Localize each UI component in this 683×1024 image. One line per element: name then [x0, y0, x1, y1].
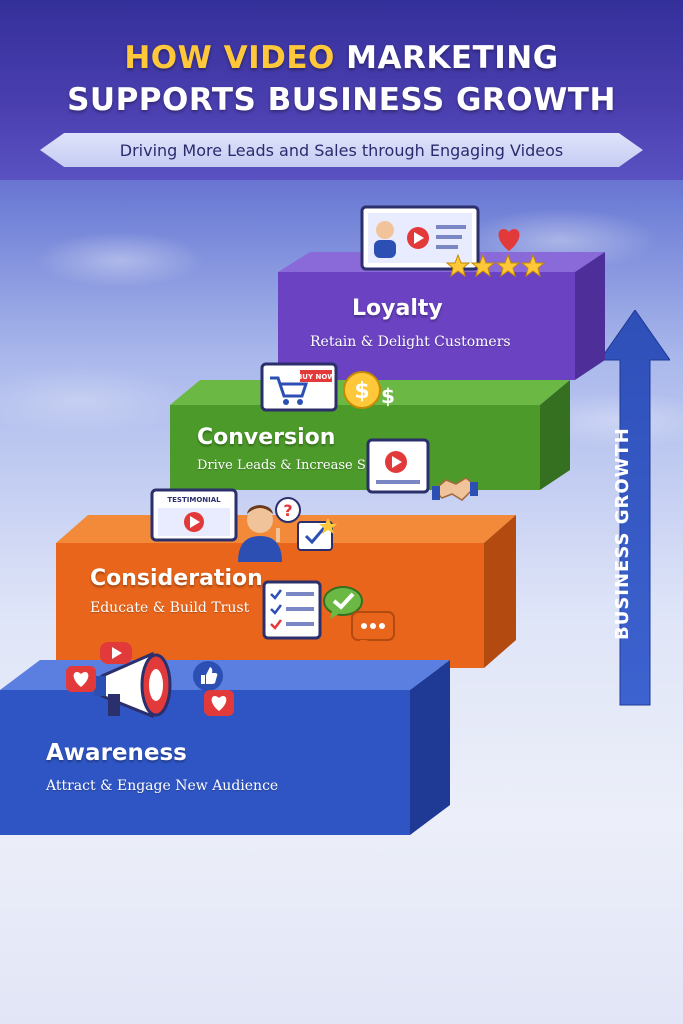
step-description: Drive Leads & Increase Sales	[197, 458, 392, 473]
step-title: Consideration	[90, 566, 263, 591]
question-label: ?	[283, 501, 292, 520]
heart-bubble-icon	[202, 688, 236, 726]
rating-stars-icon	[445, 253, 546, 282]
heart-bubble-icon	[64, 664, 98, 702]
title-accent: HOW VIDEO	[124, 40, 335, 76]
buy-now-label: BUY NOW	[297, 373, 335, 381]
page-title-line-2: SUPPORTS BUSINESS GROWTH	[67, 82, 616, 118]
chat-bubble-icon	[350, 610, 396, 654]
testimonial-label: TESTIMONIAL	[167, 496, 221, 504]
play-bubble-icon	[98, 640, 134, 674]
megaphone-icon	[92, 650, 192, 726]
presenter-avatar-icon	[232, 500, 292, 566]
heart-icon	[494, 225, 524, 257]
step-title: Conversion	[197, 425, 336, 450]
question-bubble-icon: ?	[274, 497, 302, 529]
shopping-cart-icon: BUY NOW	[260, 362, 338, 418]
step-description: Educate & Build Trust	[90, 600, 250, 616]
checklist-icon	[262, 580, 322, 644]
thumbs-up-icon	[192, 660, 224, 696]
subtitle: Driving More Leads and Sales through Eng…	[119, 140, 564, 160]
step-description: Retain & Delight Customers	[310, 334, 511, 350]
video-player-icon	[366, 438, 430, 500]
subtitle-ribbon: Driving More Leads and Sales through Eng…	[40, 133, 643, 167]
step-description: Attract & Engage New Audience	[46, 778, 279, 794]
page-title-line-1: HOW VIDEO MARKETING	[0, 40, 683, 76]
step-title: Awareness	[46, 740, 187, 766]
video-screen-icon	[360, 205, 480, 279]
checkmark-bubble-icon	[322, 585, 364, 625]
dollar-label: $	[354, 379, 369, 404]
handshake-icon	[432, 470, 478, 508]
testimonial-video-icon: TESTIMONIAL	[150, 488, 238, 548]
checklist-note-icon	[296, 516, 338, 558]
dollar-coin-icon: $	[342, 370, 382, 414]
dollar-arrow-icon: $	[380, 380, 420, 414]
step-title: Loyalty	[352, 296, 443, 321]
dollar-label: $	[381, 384, 395, 408]
title-rest: MARKETING	[334, 40, 559, 76]
